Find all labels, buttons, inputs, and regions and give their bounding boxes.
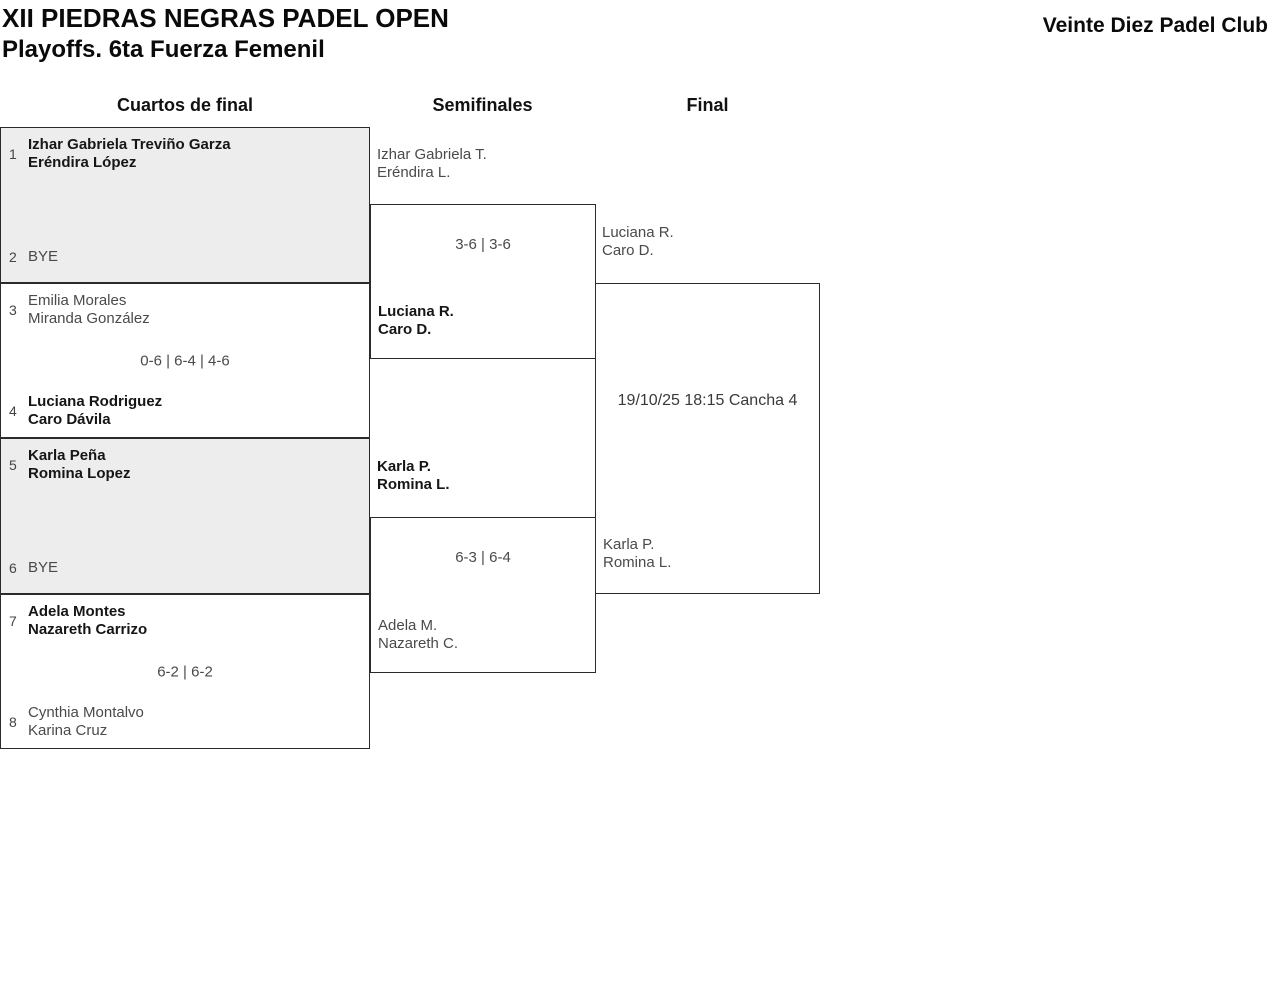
match-slot-top: 7 Adela Montes Nazareth Carrizo bbox=[9, 603, 361, 639]
seed-number: 8 bbox=[9, 714, 17, 730]
team-name: Adela Montes Nazareth Carrizo bbox=[28, 603, 147, 639]
semifinal-match-1: 3-6 | 3-6 Luciana R. Caro D. bbox=[370, 204, 596, 359]
seed-number: 5 bbox=[9, 457, 17, 473]
final-top-team: Luciana R. Caro D. bbox=[602, 224, 674, 260]
team-name-line: Izhar Gabriela Treviño Garza bbox=[28, 136, 231, 153]
team-name-line: Izhar Gabriela T. bbox=[377, 146, 487, 163]
quarterfinal-match-4: 7 Adela Montes Nazareth Carrizo 6-2 | 6-… bbox=[0, 594, 370, 749]
match-score: 0-6 | 6-4 | 4-6 bbox=[140, 352, 230, 369]
club-name: Veinte Diez Padel Club bbox=[1042, 14, 1268, 37]
team-name-line: Eréndira L. bbox=[377, 164, 451, 181]
team-name-line: Romina Lopez bbox=[28, 465, 131, 482]
match-slot-bottom: 6 BYE bbox=[9, 551, 361, 585]
team-name-line: Caro Dávila bbox=[28, 411, 111, 428]
team-name-line: Nazareth Carrizo bbox=[28, 621, 148, 638]
team-name-line: Luciana R. bbox=[602, 224, 674, 241]
team-name-line: Caro D. bbox=[602, 242, 654, 259]
match-score: 6-2 | 6-2 bbox=[157, 663, 213, 680]
team-name-line: Adela Montes bbox=[28, 603, 126, 620]
seed-number: 3 bbox=[9, 302, 17, 318]
team-name-line: Karla P. bbox=[377, 458, 431, 475]
team-name: BYE bbox=[28, 559, 58, 577]
page-subtitle: Playoffs. 6ta Fuerza Femenil bbox=[2, 36, 325, 63]
match-score: 3-6 | 3-6 bbox=[455, 236, 511, 253]
seed-number: 4 bbox=[9, 403, 17, 419]
match-slot-bottom: 8 Cynthia Montalvo Karina Cruz bbox=[9, 704, 361, 740]
semifinal-match-2: 6-3 | 6-4 Adela M. Nazareth C. bbox=[370, 517, 596, 673]
quarterfinal-match-3: 5 Karla Peña Romina Lopez 6 BYE bbox=[0, 438, 370, 594]
team-name-line: Nazareth C. bbox=[378, 635, 459, 652]
seed-number: 1 bbox=[9, 146, 17, 162]
team-name-line: Romina L. bbox=[603, 554, 672, 571]
final-bottom-team: Karla P. Romina L. bbox=[603, 536, 671, 572]
team-name-line: Karina Cruz bbox=[28, 722, 108, 739]
team-name-line: Romina L. bbox=[377, 476, 450, 493]
seed-number: 2 bbox=[9, 249, 17, 265]
match-score: 6-3 | 6-4 bbox=[455, 549, 511, 566]
team-name-line: Karla Peña bbox=[28, 447, 106, 464]
team-name: Emilia Morales Miranda González bbox=[28, 292, 150, 328]
seed-number: 6 bbox=[9, 560, 17, 576]
team-name: Karla Peña Romina Lopez bbox=[28, 447, 131, 483]
match-slot-top: 1 Izhar Gabriela Treviño Garza Eréndira … bbox=[9, 136, 361, 172]
team-name-line: Adela M. bbox=[378, 617, 438, 634]
team-name-line: Karla P. bbox=[603, 536, 655, 553]
team-name: Cynthia Montalvo Karina Cruz bbox=[28, 704, 144, 740]
match-slot-top: 3 Emilia Morales Miranda González bbox=[9, 292, 361, 328]
team-name: Luciana Rodriguez Caro Dávila bbox=[28, 393, 162, 429]
final-match: 19/10/25 18:15 Cancha 4 Karla P. Romina … bbox=[595, 283, 820, 594]
team-name-line: Luciana Rodriguez bbox=[28, 393, 163, 410]
round-header-quarterfinals: Cuartos de final bbox=[116, 95, 254, 115]
schedule-text: 19/10/25 18:15 Cancha 4 bbox=[617, 392, 798, 409]
semifinal-2-bottom-team: Adela M. Nazareth C. bbox=[378, 617, 458, 653]
match-slot-bottom: 4 Luciana Rodriguez Caro Dávila bbox=[9, 393, 361, 429]
team-name: Izhar Gabriela Treviño Garza Eréndira Ló… bbox=[28, 136, 231, 172]
team-name-line: Miranda González bbox=[28, 310, 150, 327]
round-header-final: Final bbox=[686, 95, 729, 115]
quarterfinal-match-1: 1 Izhar Gabriela Treviño Garza Eréndira … bbox=[0, 127, 370, 283]
team-name-line: Eréndira López bbox=[28, 154, 137, 171]
quarterfinal-match-2: 3 Emilia Morales Miranda González 0-6 | … bbox=[0, 283, 370, 438]
page-title: XII PIEDRAS NEGRAS PADEL OPEN bbox=[2, 3, 449, 33]
team-name-line: Caro D. bbox=[378, 321, 432, 338]
team-name-line: BYE bbox=[28, 559, 59, 576]
team-name-line: BYE bbox=[28, 248, 59, 265]
match-slot-bottom: 2 BYE bbox=[9, 240, 361, 274]
round-header-semifinals: Semifinales bbox=[432, 95, 533, 115]
team-name: BYE bbox=[28, 248, 58, 266]
team-name-line: Luciana R. bbox=[378, 303, 454, 320]
team-name-line: Cynthia Montalvo bbox=[28, 704, 144, 721]
semifinal-1-top-team: Izhar Gabriela T. Eréndira L. bbox=[377, 146, 487, 182]
semifinal-1-bottom-team: Luciana R. Caro D. bbox=[378, 303, 454, 339]
match-slot-top: 5 Karla Peña Romina Lopez bbox=[9, 447, 361, 483]
semifinal-2-top-team: Karla P. Romina L. bbox=[377, 458, 450, 494]
team-name-line: Emilia Morales bbox=[28, 292, 127, 309]
seed-number: 7 bbox=[9, 613, 17, 629]
